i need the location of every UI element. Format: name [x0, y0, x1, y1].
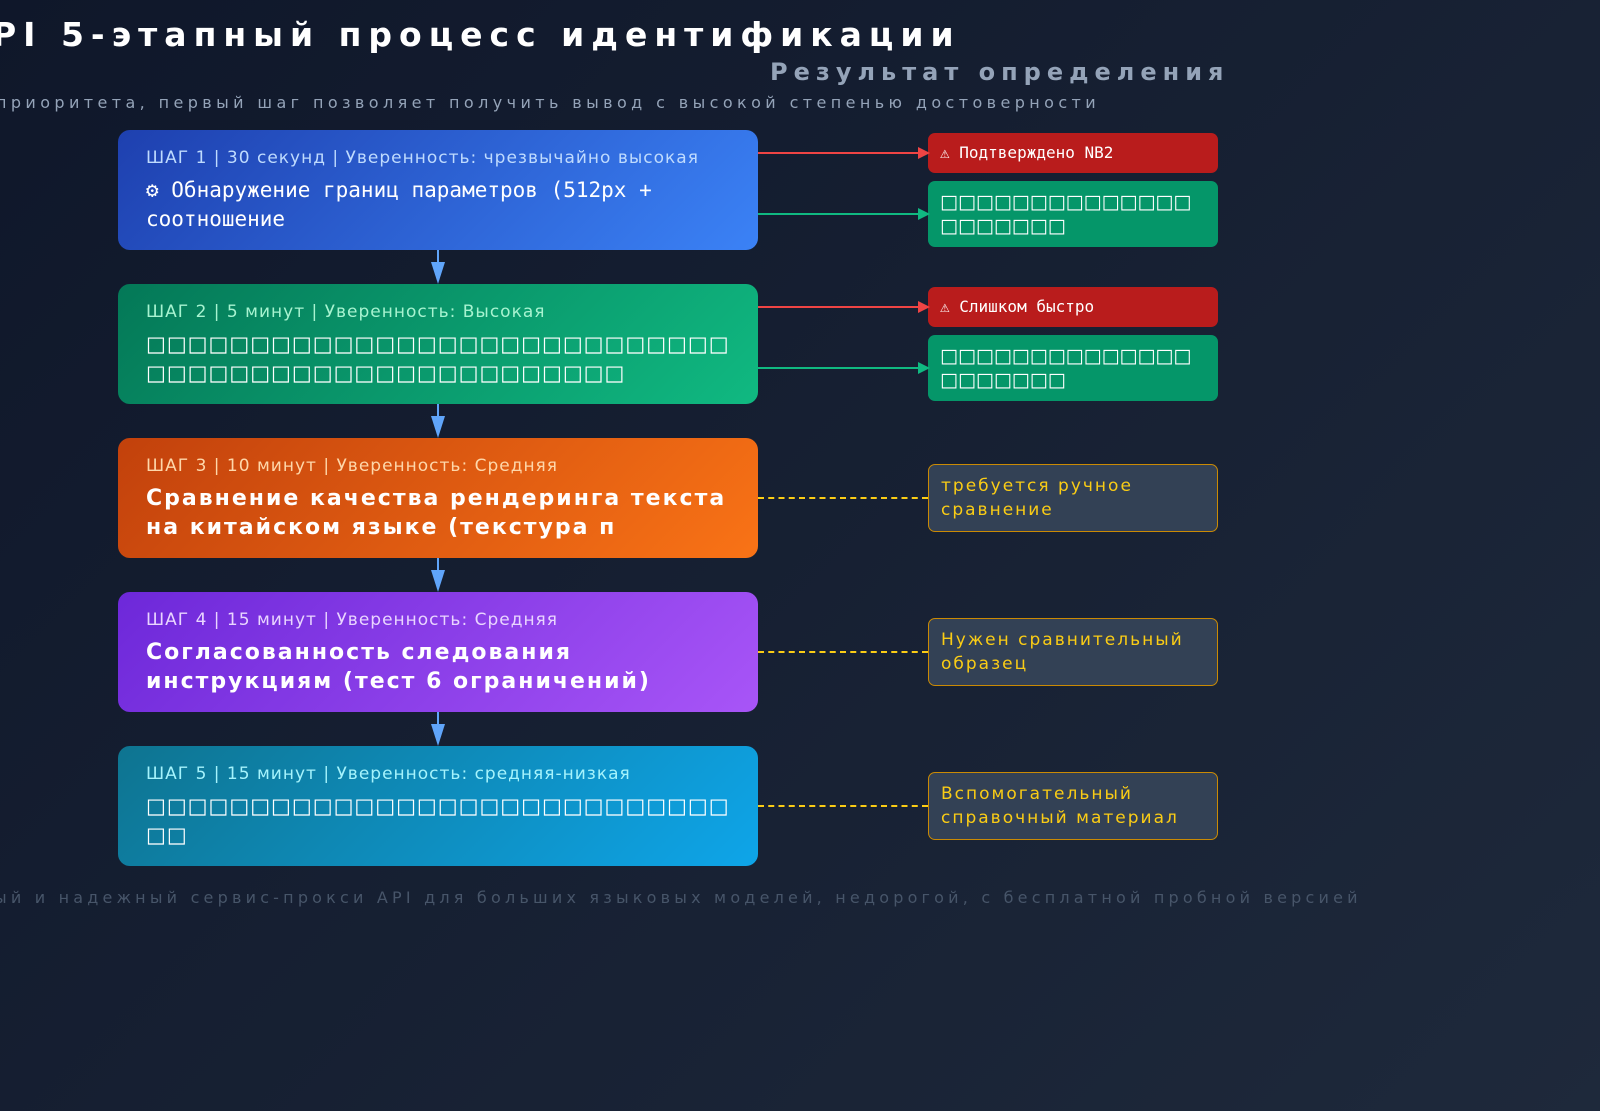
arrow-ok-2	[758, 362, 930, 374]
flow-arrow-icon	[431, 404, 445, 438]
step-desc: Сравнение качества рендеринга текста на …	[146, 486, 727, 540]
badge-note-4: Нужен сравнительный образец	[928, 618, 1218, 686]
row-step-1: ШАГ 1 | 30 секунд | Уверенность: чрезвыч…	[118, 130, 1600, 250]
badge-note-3: требуется ручное сравнение	[928, 464, 1218, 532]
step-2: ШАГ 2 | 5 минут | Уверенность: Высокая □…	[118, 284, 758, 404]
dash-3	[758, 497, 928, 499]
row-step-3: ШАГ 3 | 10 минут | Уверенность: Средняя …	[118, 438, 1600, 558]
badge-ok-1: □□□□□□□□□□□□□□□□□□□□□	[928, 181, 1218, 247]
result-note-5: Вспомогательный справочный материал	[941, 784, 1179, 828]
arrow-warn-2	[758, 301, 930, 313]
result-ok-1: □□□□□□□□□□□□□□□□□□□□□	[940, 191, 1192, 237]
footer-text: ый и надежный сервис-прокси API для боль…	[0, 888, 1362, 907]
badge-ok-2: □□□□□□□□□□□□□□□□□□□□□	[928, 335, 1218, 401]
step-4: ШАГ 4 | 15 минут | Уверенность: Средняя …	[118, 592, 758, 712]
step-meta: ШАГ 2 | 5 минут | Уверенность: Высокая	[146, 302, 546, 322]
step-meta: ШАГ 5 | 15 минут | Уверенность: средняя-…	[146, 764, 631, 784]
subtitle: приоритета, первый шаг позволяет получит…	[0, 93, 1101, 112]
step-3: ШАГ 3 | 10 минут | Уверенность: Средняя …	[118, 438, 758, 558]
header: PI 5-этапный процесс идентификации Резул…	[0, 0, 1600, 116]
results-5: Вспомогательный справочный материал	[758, 772, 1218, 840]
badge-note-5: Вспомогательный справочный материал	[928, 772, 1218, 840]
result-note-3: требуется ручное сравнение	[941, 476, 1133, 520]
step-desc: □□□□□□□□□□□□□□□□□□□□□□□□□□□□□□□□□□□□□□□□…	[146, 332, 730, 385]
dash-5	[758, 805, 928, 807]
step-desc: Согласованность следования инструкциям (…	[146, 640, 651, 694]
step-meta: ШАГ 4 | 15 минут | Уверенность: Средняя	[146, 610, 559, 630]
arrow-warn-1	[758, 147, 930, 159]
row-step-5: ШАГ 5 | 15 минут | Уверенность: средняя-…	[118, 746, 1600, 866]
flow-arrow-icon	[431, 250, 445, 284]
results-2: ⚠ Слишком быстро □□□□□□□□□□□□□□□□□□□□□	[758, 287, 1218, 401]
step-5: ШАГ 5 | 15 минут | Уверенность: средняя-…	[118, 746, 758, 866]
badge-warn-2: ⚠ Слишком быстро	[928, 287, 1218, 327]
flow-arrow-icon	[431, 558, 445, 592]
results-1: ⚠ Подтверждено NB2 □□□□□□□□□□□□□□□□□□□□□	[758, 133, 1218, 247]
step-meta: ШАГ 3 | 10 минут | Уверенность: Средняя	[146, 456, 559, 476]
process-flow: ШАГ 1 | 30 секунд | Уверенность: чрезвыч…	[0, 130, 1600, 866]
result-note-4: Нужен сравнительный образец	[941, 630, 1184, 674]
result-heading: Результат определения	[770, 58, 1230, 86]
step-meta: ШАГ 1 | 30 секунд | Уверенность: чрезвыч…	[146, 148, 699, 168]
row-step-4: ШАГ 4 | 15 минут | Уверенность: Средняя …	[118, 592, 1600, 712]
page-title: PI 5-этапный процесс идентификации	[0, 15, 961, 54]
result-warn-2: ⚠ Слишком быстро	[940, 297, 1095, 316]
step-1: ШАГ 1 | 30 секунд | Уверенность: чрезвыч…	[118, 130, 758, 250]
flow-arrow-icon	[431, 712, 445, 746]
results-3: требуется ручное сравнение	[758, 464, 1218, 532]
dash-4	[758, 651, 928, 653]
result-ok-2: □□□□□□□□□□□□□□□□□□□□□	[940, 345, 1192, 391]
arrow-ok-1	[758, 208, 930, 220]
result-warn-1: ⚠ Подтверждено NB2	[940, 143, 1114, 162]
step-desc: ⚙ Обнаружение границ параметров (512px +…	[146, 178, 652, 231]
row-step-2: ШАГ 2 | 5 минут | Уверенность: Высокая □…	[118, 284, 1600, 404]
results-4: Нужен сравнительный образец	[758, 618, 1218, 686]
step-desc: □□□□□□□□□□□□□□□□□□□□□□□□□□□□□□	[146, 794, 730, 847]
badge-warn-1: ⚠ Подтверждено NB2	[928, 133, 1218, 173]
